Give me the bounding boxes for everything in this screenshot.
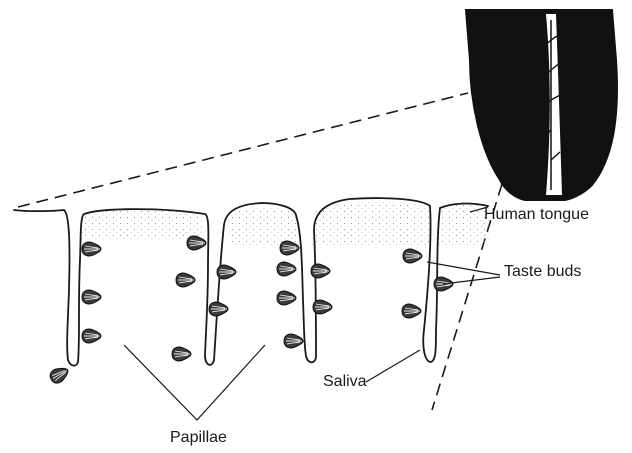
- taste-bud: [82, 242, 101, 256]
- taste-bud: [403, 249, 422, 263]
- taste-bud: [402, 304, 421, 318]
- taste-bud: [311, 264, 330, 278]
- taste-bud: [277, 262, 296, 276]
- taste-bud: [277, 291, 296, 305]
- taste-buds-group: [48, 236, 453, 385]
- taste-bud: [209, 302, 228, 316]
- taste-buds-label: Taste buds: [504, 264, 581, 280]
- taste-bud: [82, 290, 101, 304]
- leader-line-saliva: [366, 350, 420, 382]
- taste-bud: [176, 273, 195, 287]
- taste-bud: [217, 265, 236, 279]
- papillae-label: Papillae: [170, 430, 227, 446]
- taste-bud: [82, 329, 101, 343]
- human-tongue-label: Human tongue: [484, 207, 589, 223]
- zoom-line-upper: [18, 93, 468, 207]
- taste-bud: [284, 334, 303, 348]
- taste-bud: [313, 300, 332, 314]
- taste-bud: [172, 347, 191, 361]
- taste-bud: [48, 364, 71, 385]
- saliva-label: Saliva: [323, 374, 367, 390]
- leader-line-papillae: [124, 345, 265, 420]
- tongue-illustration: [466, 10, 617, 200]
